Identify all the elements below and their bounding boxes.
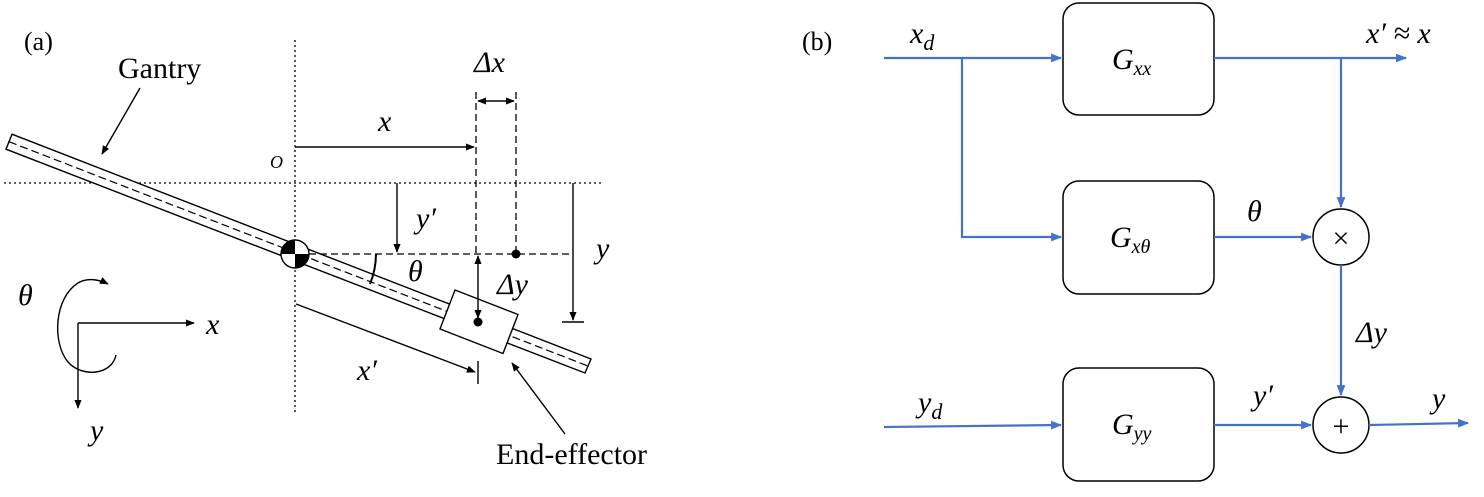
xprime-label: x′ xyxy=(356,354,377,387)
yprime-signal-label: y′ xyxy=(1250,379,1273,412)
gantry-pointer xyxy=(101,87,141,155)
theta-signal-label: θ xyxy=(1247,195,1262,228)
frame-theta-label: θ xyxy=(18,279,33,312)
theta-angle-label: θ xyxy=(408,255,423,288)
panel-b: (b) Gxx Gxθ Gyy × + xd yd x′ ≈ x θ xyxy=(802,2,1470,482)
signal-lines xyxy=(883,53,1470,430)
output-y-label: y xyxy=(1429,382,1446,415)
multiply-symbol: × xyxy=(1333,222,1350,255)
yd-to-gyy xyxy=(883,420,1063,430)
dx-label: Δx xyxy=(473,46,506,79)
panel-a: (a) Δx x O xyxy=(4,27,647,471)
end-effector-label: End-effector xyxy=(496,438,647,471)
xprime-arrow xyxy=(295,303,476,373)
block-gxx-label: Gxx xyxy=(1112,43,1152,80)
y-distance-label: y xyxy=(593,232,610,265)
end-effector-point xyxy=(473,317,483,327)
xd-branch-to-gxtheta xyxy=(960,58,1063,242)
output-x-label: x′ ≈ x xyxy=(1365,17,1431,50)
rotation-arc-icon xyxy=(56,277,117,373)
x-distance-label: x xyxy=(377,105,392,138)
input-xd-label: xd xyxy=(909,17,935,55)
panel-b-label: (b) xyxy=(802,27,832,56)
yprime-label: y′ xyxy=(413,202,436,235)
theta-angle-arc xyxy=(369,253,377,285)
panel-a-label: (a) xyxy=(24,27,53,56)
input-yd-label: yd xyxy=(915,386,943,424)
dy-label: Δy xyxy=(496,268,529,301)
coordinate-frame: θ x y xyxy=(18,277,220,447)
frame-y-label: y xyxy=(87,414,104,447)
sum-output xyxy=(1368,418,1470,428)
end-effector-pointer xyxy=(511,362,566,435)
block-gyy-label: Gyy xyxy=(1112,408,1152,445)
gantry-label: Gantry xyxy=(118,52,201,85)
projected-point xyxy=(511,249,521,259)
center-of-mass-icon xyxy=(280,239,310,269)
block-gxtheta-label: Gxθ xyxy=(1110,221,1151,258)
sum-symbol: + xyxy=(1333,410,1350,443)
frame-x-label: x xyxy=(205,308,220,341)
origin-label: O xyxy=(270,152,283,172)
dy-signal-label: Δy xyxy=(1355,316,1388,349)
